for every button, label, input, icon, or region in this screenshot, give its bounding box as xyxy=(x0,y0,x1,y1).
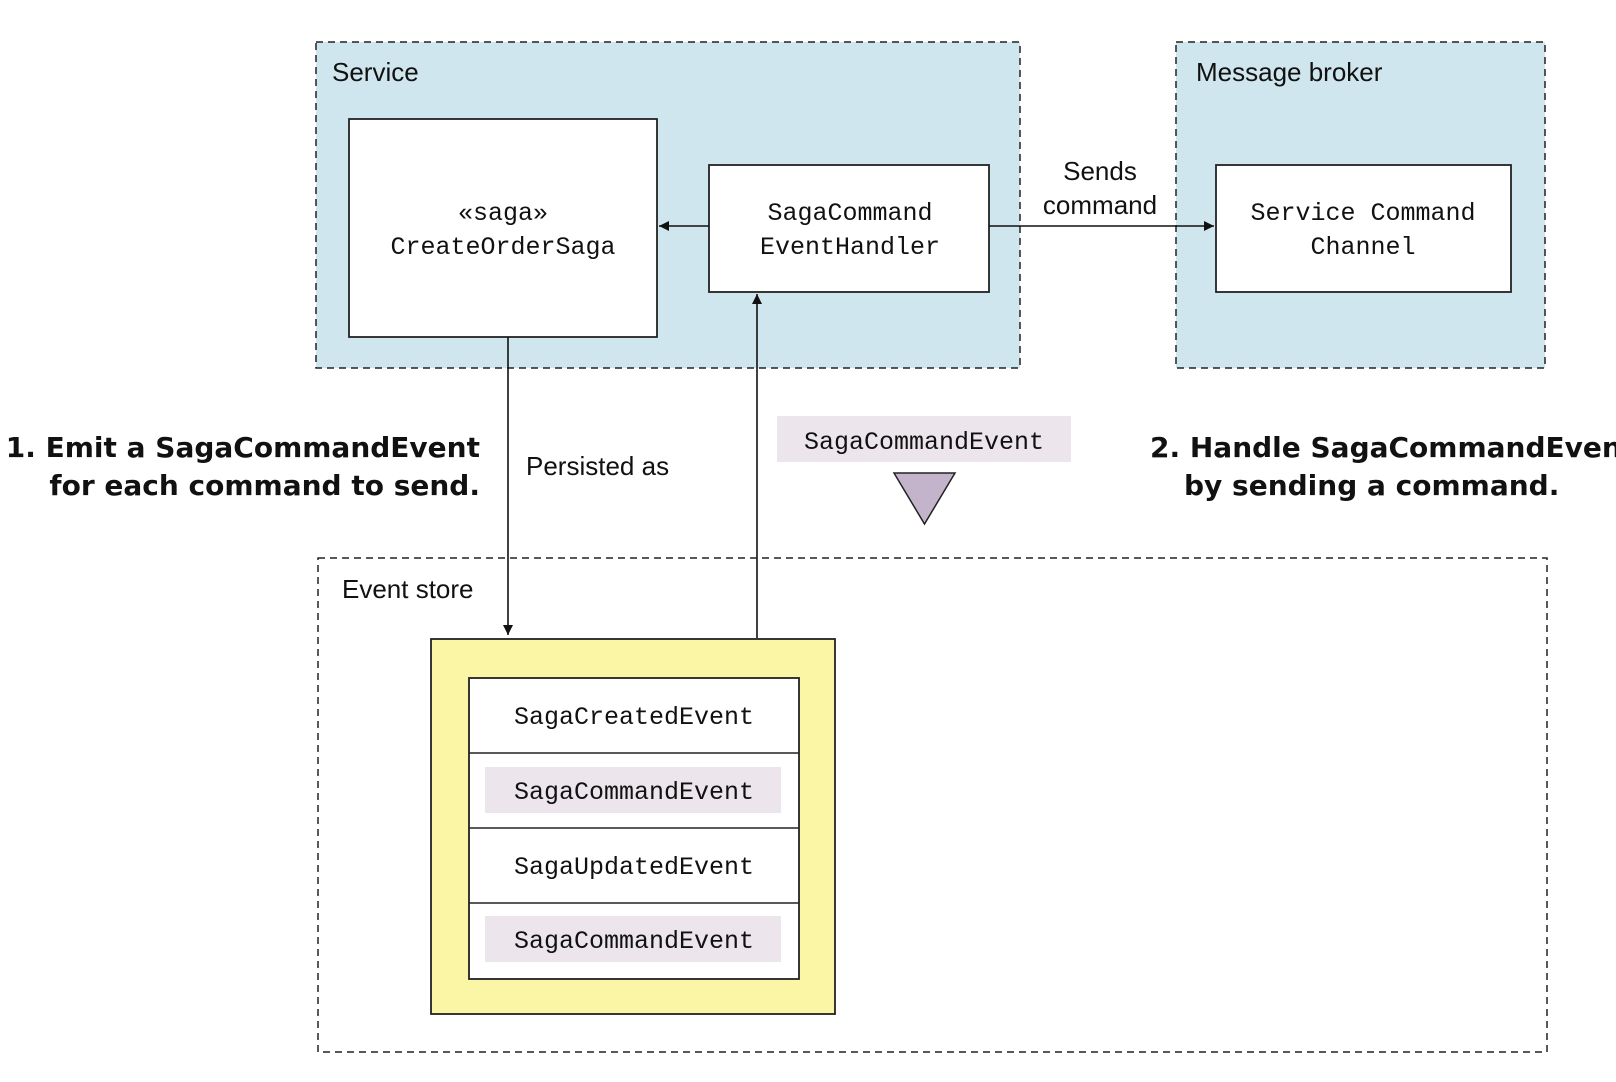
event-highlight xyxy=(485,767,781,813)
event-row: SagaCommandEvent xyxy=(485,916,781,962)
event-store-title: Event store xyxy=(342,574,474,604)
event-highlight xyxy=(485,916,781,962)
saga-name: CreateOrderSaga xyxy=(390,233,615,262)
floating-saga-command-event: SagaCommandEvent xyxy=(777,416,1071,462)
step-2-annotation: 2. Handle SagaCommandEvent by sending a … xyxy=(1150,431,1616,502)
service-command-channel-box: Service Command Channel xyxy=(1215,164,1512,293)
step-1-annotation: 1. Emit a SagaCommandEvent for each comm… xyxy=(6,431,480,502)
step-1-line-1: 1. Emit a SagaCommandEvent xyxy=(6,431,480,464)
event-flow-triangle-icon xyxy=(892,472,957,526)
event-row: SagaCreatedEvent xyxy=(514,703,754,732)
event-row: SagaUpdatedEvent xyxy=(514,853,754,882)
channel-line-1: Service Command xyxy=(1250,199,1475,228)
channel-line-2: Channel xyxy=(1310,233,1415,262)
floating-event-label: SagaCommandEvent xyxy=(804,428,1044,457)
saga-command-event-handler-box: SagaCommand EventHandler xyxy=(708,164,990,293)
step-2-line-2: by sending a command. xyxy=(1184,469,1559,502)
event-label: SagaCommandEvent xyxy=(514,778,754,807)
event-row: SagaCommandEvent xyxy=(485,767,781,813)
step-1-line-2: for each command to send. xyxy=(49,469,480,502)
saga-stereotype: «saga» xyxy=(458,199,548,228)
sends-command-label-line-2: command xyxy=(1043,190,1157,220)
sends-command-label-line-1: Sends xyxy=(1063,156,1137,186)
message-broker-title: Message broker xyxy=(1196,57,1383,87)
event-stream: SagaCreatedEvent SagaCommandEvent SagaUp… xyxy=(430,638,836,1015)
create-order-saga-box: «saga» CreateOrderSaga xyxy=(348,118,658,338)
persisted-as-label: Persisted as xyxy=(526,451,669,481)
handler-line-2: EventHandler xyxy=(760,233,940,262)
event-label: SagaCreatedEvent xyxy=(514,703,754,732)
event-store-container: Event store xyxy=(317,557,1548,1053)
event-label: SagaCommandEvent xyxy=(514,927,754,956)
handler-line-1: SagaCommand xyxy=(767,199,932,228)
step-2-line-1: 2. Handle SagaCommandEvent xyxy=(1150,431,1616,464)
event-label: SagaUpdatedEvent xyxy=(514,853,754,882)
service-title: Service xyxy=(332,57,419,87)
